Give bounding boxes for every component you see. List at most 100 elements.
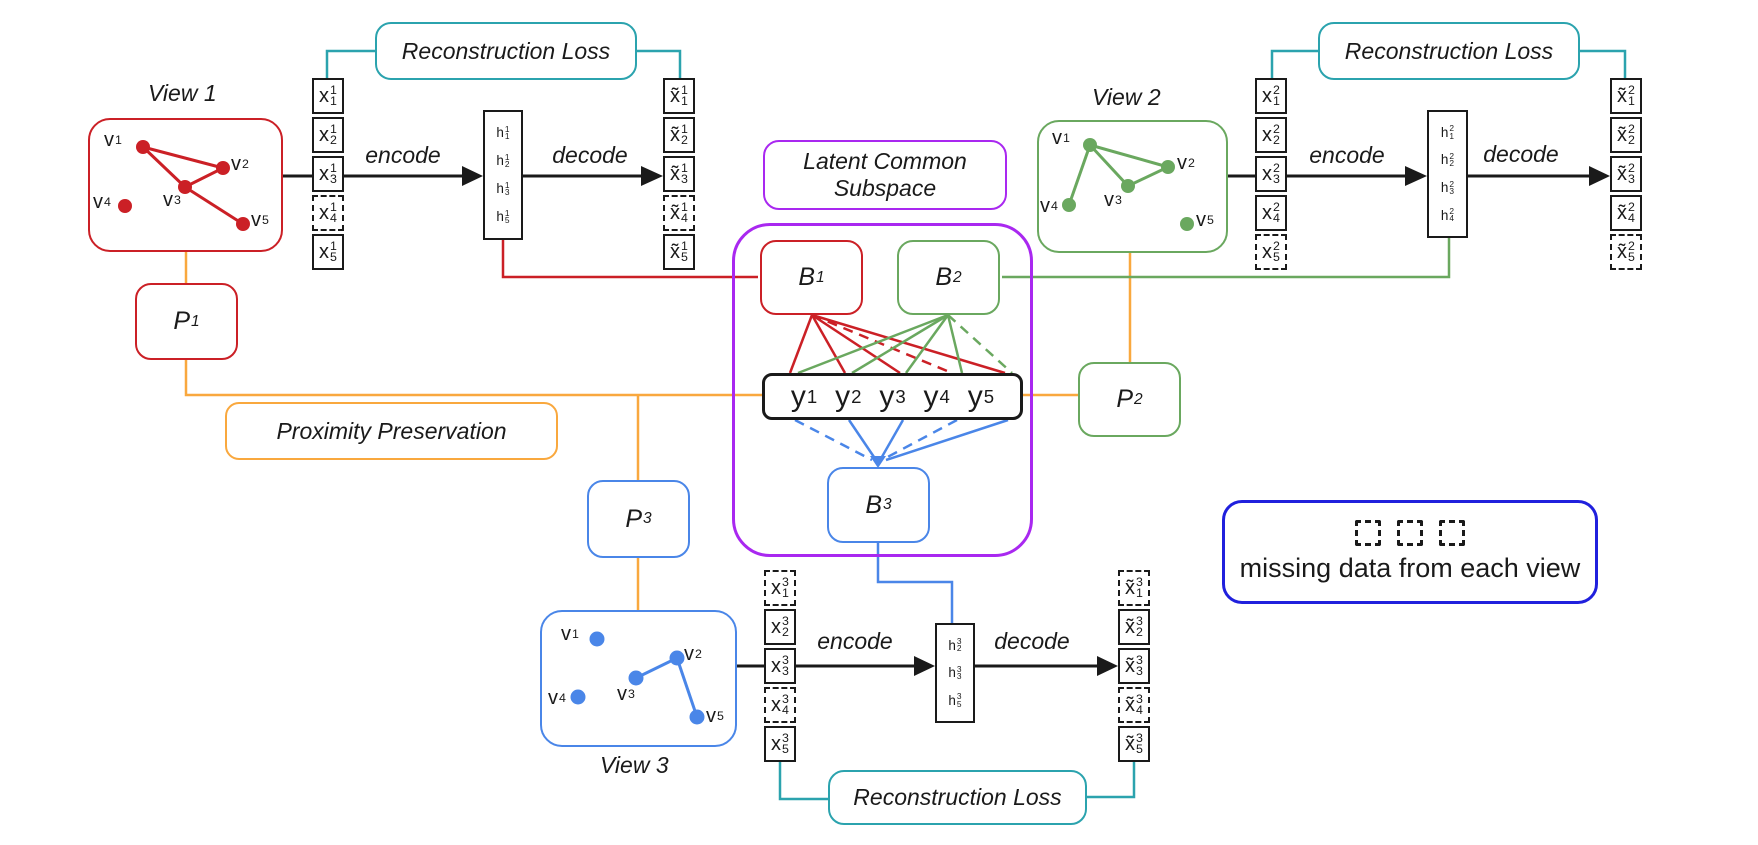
proximity-preservation-label: Proximity Preservation [276, 417, 507, 444]
b2-to-y-fan [797, 313, 1013, 375]
view1-recon-loss-box: Reconstruction Loss [375, 22, 637, 80]
view1-title: View 1 [148, 80, 217, 106]
missing-data-legend: missing data from each view [1222, 500, 1598, 604]
view1-graph [118, 140, 250, 231]
view3-encode-label: encode [817, 628, 893, 654]
h2-to-b2-connector [1002, 238, 1451, 279]
missing-data-swatches [1355, 520, 1465, 546]
view2-graph [1062, 138, 1194, 231]
view3-graph [570, 631, 705, 725]
recon-loss-connectors [325, 49, 1627, 801]
y-to-b3-fan [794, 418, 1009, 468]
missing-data-view1-icon [1355, 520, 1381, 546]
b1-to-y-fan [788, 313, 1006, 375]
view3-recon-loss-box: Reconstruction Loss [828, 770, 1087, 825]
b3-to-h3-connector [876, 543, 954, 623]
latent-title-line2: Subspace [833, 175, 937, 201]
view2-title: View 2 [1092, 84, 1161, 110]
view2-recon-loss-label: Reconstruction Loss [1344, 37, 1554, 64]
view3-box [540, 610, 737, 747]
view2-encode-label: encode [1309, 142, 1385, 168]
view1-recon-loss-label: Reconstruction Loss [401, 37, 611, 64]
missing-data-view2-icon [1397, 520, 1423, 546]
view3-recon-loss-label: Reconstruction Loss [853, 784, 1062, 810]
latent-subspace-title-box: Latent Common Subspace [763, 140, 1007, 210]
encode-decode-arrows [283, 166, 1610, 676]
latent-subspace-container [732, 223, 1033, 557]
view3-decode-label: decode [994, 628, 1070, 654]
view2-recon-loss-box: Reconstruction Loss [1318, 22, 1580, 80]
view1-box [88, 118, 283, 252]
missing-data-legend-text: missing data from each view [1239, 553, 1581, 583]
h1-to-b1-connector [501, 240, 758, 279]
view1-encode-label: encode [365, 142, 441, 168]
latent-title-line1: Latent Common [803, 148, 967, 174]
view1-decode-label: decode [552, 142, 628, 168]
view2-decode-label: decode [1483, 141, 1559, 167]
